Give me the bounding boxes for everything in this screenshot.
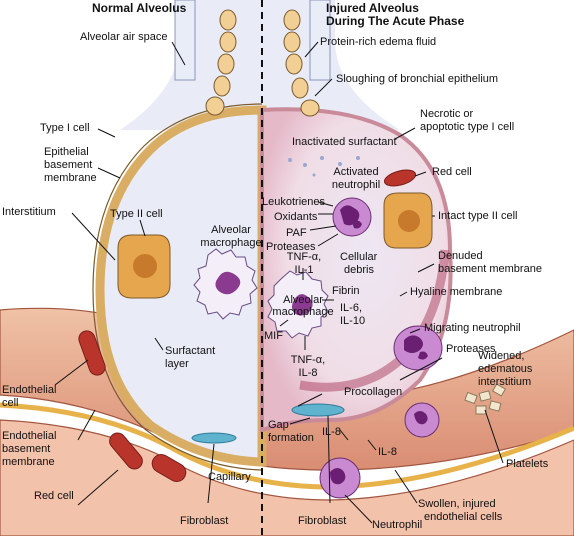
label-widened-3: interstitium bbox=[478, 376, 532, 388]
label-gap-formation-1: Gap bbox=[268, 419, 289, 431]
inactivated-surfactant bbox=[288, 156, 360, 177]
label-capillary: Capillary bbox=[208, 471, 251, 483]
label-paf: PAF bbox=[286, 227, 307, 239]
label-cellular-debris-1: Cellular bbox=[340, 251, 378, 263]
title-injured-alveolus-line2: During The Acute Phase bbox=[326, 14, 465, 28]
label-leukotrienes: Leukotrienes bbox=[262, 196, 325, 208]
label-fibrin: Fibrin bbox=[332, 285, 360, 297]
label-activated-neutrophil-2: neutrophil bbox=[331, 179, 381, 191]
title-injured-alveolus-line1: Injured Alveolus bbox=[326, 1, 419, 15]
type2-cell-normal bbox=[117, 234, 171, 299]
label-surfactant-layer-2: layer bbox=[165, 358, 189, 370]
label-oxidants: Oxidants bbox=[274, 211, 318, 223]
capillary-lumen bbox=[0, 419, 574, 536]
label-hyaline-membrane: Hyaline membrane bbox=[410, 286, 503, 298]
label-fibroblast-right: Fibroblast bbox=[298, 515, 347, 527]
bronchial-cells-left bbox=[205, 9, 237, 116]
label-tnf-il1-2: IL-1 bbox=[294, 264, 314, 276]
normal-alveolus-outline bbox=[92, 103, 263, 471]
label-alveolar-air-space: Alveolar air space bbox=[80, 31, 168, 43]
bronchial-cells-right bbox=[283, 9, 320, 117]
label-tnf-il8-1: TNF-α, bbox=[290, 354, 326, 366]
label-alveolar-macrophage-2: macrophage bbox=[200, 237, 262, 249]
label-swollen-2: endothelial cells bbox=[424, 511, 503, 523]
normal-alveolus bbox=[95, 105, 267, 467]
label-il6-il10-2: IL-10 bbox=[340, 315, 366, 327]
macrophage-normal bbox=[193, 248, 258, 320]
label-il6-il10-1: IL-6, bbox=[340, 302, 363, 314]
activated-neutrophil bbox=[332, 197, 372, 237]
label-migrating-neutrophil: Migrating neutrophil bbox=[424, 322, 521, 334]
label-epithelial-bm-3: membrane bbox=[44, 172, 97, 184]
label-denuded-1: Denuded bbox=[438, 250, 483, 262]
leader-lines bbox=[54, 41, 504, 524]
label-endothelial-bm-1: Endothelial bbox=[2, 430, 57, 442]
fibroblast-injured bbox=[291, 403, 345, 417]
label-sloughing: Sloughing of bronchial epithelium bbox=[336, 73, 499, 85]
label-proteases-mid: Proteases bbox=[446, 343, 496, 355]
label-red-cell-right: Red cell bbox=[432, 166, 472, 178]
airway-strip-left bbox=[174, 0, 196, 81]
label-procollagen: Procollagen bbox=[344, 386, 403, 398]
label-widened-2: edematous bbox=[478, 363, 533, 375]
label-alveolar-macrophage-1: Alveolar bbox=[211, 224, 251, 236]
label-il8-a: IL-8 bbox=[322, 426, 341, 438]
label-activated-neutrophil-1: Activated bbox=[333, 166, 379, 178]
platelets bbox=[464, 383, 507, 415]
label-denuded-2: basement membrane bbox=[438, 263, 542, 275]
endothelial-lining bbox=[0, 402, 574, 490]
label-platelets: Platelets bbox=[506, 458, 549, 470]
label-macrophage-injured-2: macrophage bbox=[272, 306, 334, 318]
label-intact-type2: Intact type II cell bbox=[438, 210, 518, 222]
label-epithelial-bm-1: Epithelial bbox=[44, 146, 89, 158]
label-endothelial-cell-1: Endothelial bbox=[2, 384, 57, 396]
label-widened-1: Widened, bbox=[478, 350, 525, 362]
label-endothelial-bm-2: basement bbox=[2, 443, 51, 455]
migrating-neutrophil bbox=[393, 325, 443, 371]
airway-strip-right bbox=[309, 0, 331, 81]
label-inactivated-surfactant: Inactivated surfactant bbox=[292, 136, 397, 148]
fibroblast-normal bbox=[191, 432, 237, 444]
label-necrotic-1: Necrotic or bbox=[420, 108, 474, 120]
label-proteases-top: Proteases bbox=[266, 241, 316, 253]
label-swollen-1: Swollen, injured bbox=[418, 498, 496, 510]
title-normal-alveolus: Normal Alveolus bbox=[92, 1, 187, 15]
macrophage-injured bbox=[267, 270, 329, 339]
label-interstitium: Interstitium bbox=[2, 206, 56, 218]
label-endothelial-bm-3: membrane bbox=[2, 456, 55, 468]
label-tnf-il1-1: TNF-α, bbox=[286, 251, 322, 263]
label-endothelial-cell-2: cell bbox=[2, 397, 19, 409]
label-epithelial-bm-2: basement bbox=[44, 159, 93, 171]
label-type1-cell: Type I cell bbox=[40, 122, 90, 134]
label-surfactant-layer-1: Surfactant bbox=[165, 345, 216, 357]
label-mif: MIF bbox=[264, 330, 283, 342]
label-fibroblast-left: Fibroblast bbox=[180, 515, 229, 527]
type2-cell-intact bbox=[383, 192, 433, 249]
label-necrotic-2: apoptotic type I cell bbox=[420, 121, 515, 133]
label-protein-edema: Protein-rich edema fluid bbox=[320, 36, 437, 48]
label-tnf-il8-2: IL-8 bbox=[298, 367, 318, 379]
label-red-cell-left: Red cell bbox=[34, 490, 74, 502]
mediator-arrows bbox=[279, 201, 377, 451]
label-il8-b: IL-8 bbox=[378, 446, 397, 458]
red-cells bbox=[78, 169, 417, 482]
label-neutrophil: Neutrophil bbox=[372, 519, 423, 531]
label-cellular-debris-2: debris bbox=[344, 264, 374, 276]
label-type2-cell: Type II cell bbox=[110, 208, 163, 220]
label-gap-formation-2: formation bbox=[268, 432, 314, 444]
label-macrophage-injured-1: Alveolar bbox=[283, 294, 323, 306]
